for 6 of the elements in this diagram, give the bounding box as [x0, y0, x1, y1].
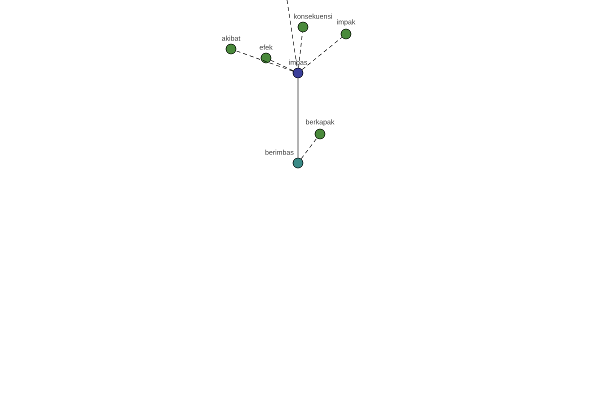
connector [302, 37, 342, 70]
connector [270, 60, 294, 72]
connector [298, 32, 303, 68]
connector [300, 138, 318, 160]
connector [236, 50, 294, 72]
connector [286, 0, 298, 68]
